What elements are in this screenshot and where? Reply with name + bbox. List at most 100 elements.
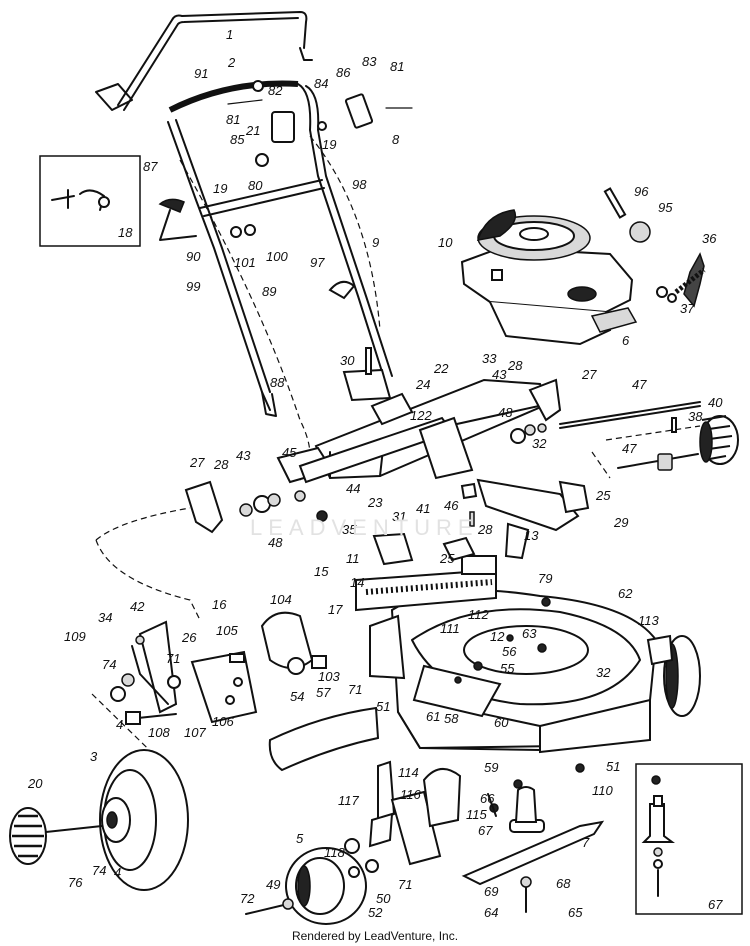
callout-105: 105 (216, 623, 238, 638)
callout-96: 96 (634, 184, 649, 199)
callout-104: 104 (270, 592, 292, 607)
callout-79: 79 (538, 571, 553, 586)
callout-6: 6 (622, 333, 630, 348)
callout-64: 64 (484, 905, 499, 920)
callout-28c: 28 (478, 522, 493, 537)
callout-43b: 43 (236, 448, 251, 463)
rear-wheel-roller (699, 415, 739, 465)
callout-11: 11 (346, 551, 360, 566)
callout-89: 89 (262, 284, 277, 299)
callout-80: 80 (248, 178, 263, 193)
callout-61: 61 (426, 709, 441, 724)
callout-46: 46 (444, 498, 459, 513)
callout-3: 3 (90, 749, 98, 764)
callout-9: 9 (372, 235, 380, 250)
callout-15: 15 (314, 564, 329, 579)
callout-114: 114 (398, 765, 419, 780)
callout-54: 54 (290, 689, 305, 704)
callout-26: 26 (182, 630, 197, 645)
callout-87: 87 (143, 159, 158, 174)
handle-grip-cable (168, 80, 299, 113)
callout-68: 68 (556, 876, 571, 891)
callout-84: 84 (314, 76, 329, 91)
callout-57: 57 (316, 685, 331, 700)
callout-112: 112 (468, 607, 489, 622)
deflector-and-brackets (268, 511, 530, 772)
callout-36: 36 (702, 231, 717, 246)
callout-88: 88 (270, 375, 285, 390)
footer-credit: Rendered by LeadVenture, Inc. (291, 929, 459, 943)
callout-117: 117 (338, 793, 359, 808)
callout-108: 108 (148, 725, 170, 740)
callout-100: 100 (266, 249, 288, 264)
callout-13: 13 (524, 528, 539, 543)
watermark: LEADVENTURE (250, 515, 479, 540)
rear-axle-frame (184, 347, 701, 534)
callout-67: 67 (478, 823, 493, 838)
callout-47: 47 (632, 377, 647, 392)
callout-69: 69 (484, 884, 499, 899)
hubcap (9, 807, 103, 865)
callout-111: 111 (440, 621, 460, 636)
callout-4b: 4 (114, 865, 122, 880)
dashed-cable (179, 135, 381, 481)
callout-17: 17 (328, 602, 343, 617)
callout-107: 107 (184, 725, 206, 740)
callout-116: 116 (400, 787, 421, 802)
callout-18: 18 (118, 225, 133, 240)
callout-118: 118 (324, 845, 345, 860)
callout-42: 42 (130, 599, 145, 614)
callout-60: 60 (494, 715, 509, 730)
callout-34: 34 (98, 610, 113, 625)
callout-86: 86 (336, 65, 351, 80)
control-parts (158, 80, 413, 300)
callout-56: 56 (502, 644, 517, 659)
callout-10: 10 (438, 235, 453, 250)
callout-20: 20 (28, 776, 43, 791)
callout-22: 22 (434, 361, 449, 376)
callout-98: 98 (352, 177, 367, 192)
callout-81: 81 (226, 112, 241, 127)
callout-37: 37 (680, 301, 695, 316)
blade-assembly (461, 763, 605, 913)
callout-27b: 27 (190, 455, 205, 470)
callout-99: 99 (186, 279, 201, 294)
callout-113: 113 (638, 613, 659, 628)
callout-48b: 48 (268, 535, 283, 550)
callout-25: 25 (596, 488, 611, 503)
callout-19b: 19 (213, 181, 228, 196)
callout-31: 31 (392, 509, 407, 524)
callout-27: 27 (582, 367, 597, 382)
callout-55: 55 (500, 661, 515, 676)
callout-45: 45 (282, 445, 297, 460)
callout-28: 28 (508, 358, 523, 373)
callout-30: 30 (340, 353, 355, 368)
callout-72: 72 (240, 891, 255, 906)
callout-71b: 71 (348, 682, 363, 697)
rear-left-wheel (99, 749, 189, 891)
callout-48: 48 (498, 405, 513, 420)
callout-4: 4 (116, 717, 124, 732)
callout-66: 66 (480, 791, 495, 806)
callout-97: 97 (310, 255, 325, 270)
callout-101: 101 (234, 255, 256, 270)
front-right-wheel (646, 634, 701, 717)
callout-59: 59 (484, 760, 499, 775)
callout-82: 82 (268, 83, 283, 98)
callout-103: 103 (318, 669, 340, 684)
front-height-bracket (344, 760, 462, 866)
callout-76: 76 (68, 875, 83, 890)
callout-115: 115 (466, 807, 487, 822)
callout-122: 122 (410, 408, 432, 423)
callout-14: 14 (350, 575, 365, 590)
callout-65: 65 (568, 905, 583, 920)
sprocket-chain (603, 187, 706, 308)
callout-33: 33 (482, 351, 497, 366)
callout-35: 35 (342, 522, 357, 537)
callout-16: 16 (212, 597, 227, 612)
callout-71: 71 (166, 651, 181, 666)
callout-71c: 71 (398, 877, 413, 892)
lower-handle (167, 83, 393, 417)
callout-32: 32 (532, 436, 547, 451)
